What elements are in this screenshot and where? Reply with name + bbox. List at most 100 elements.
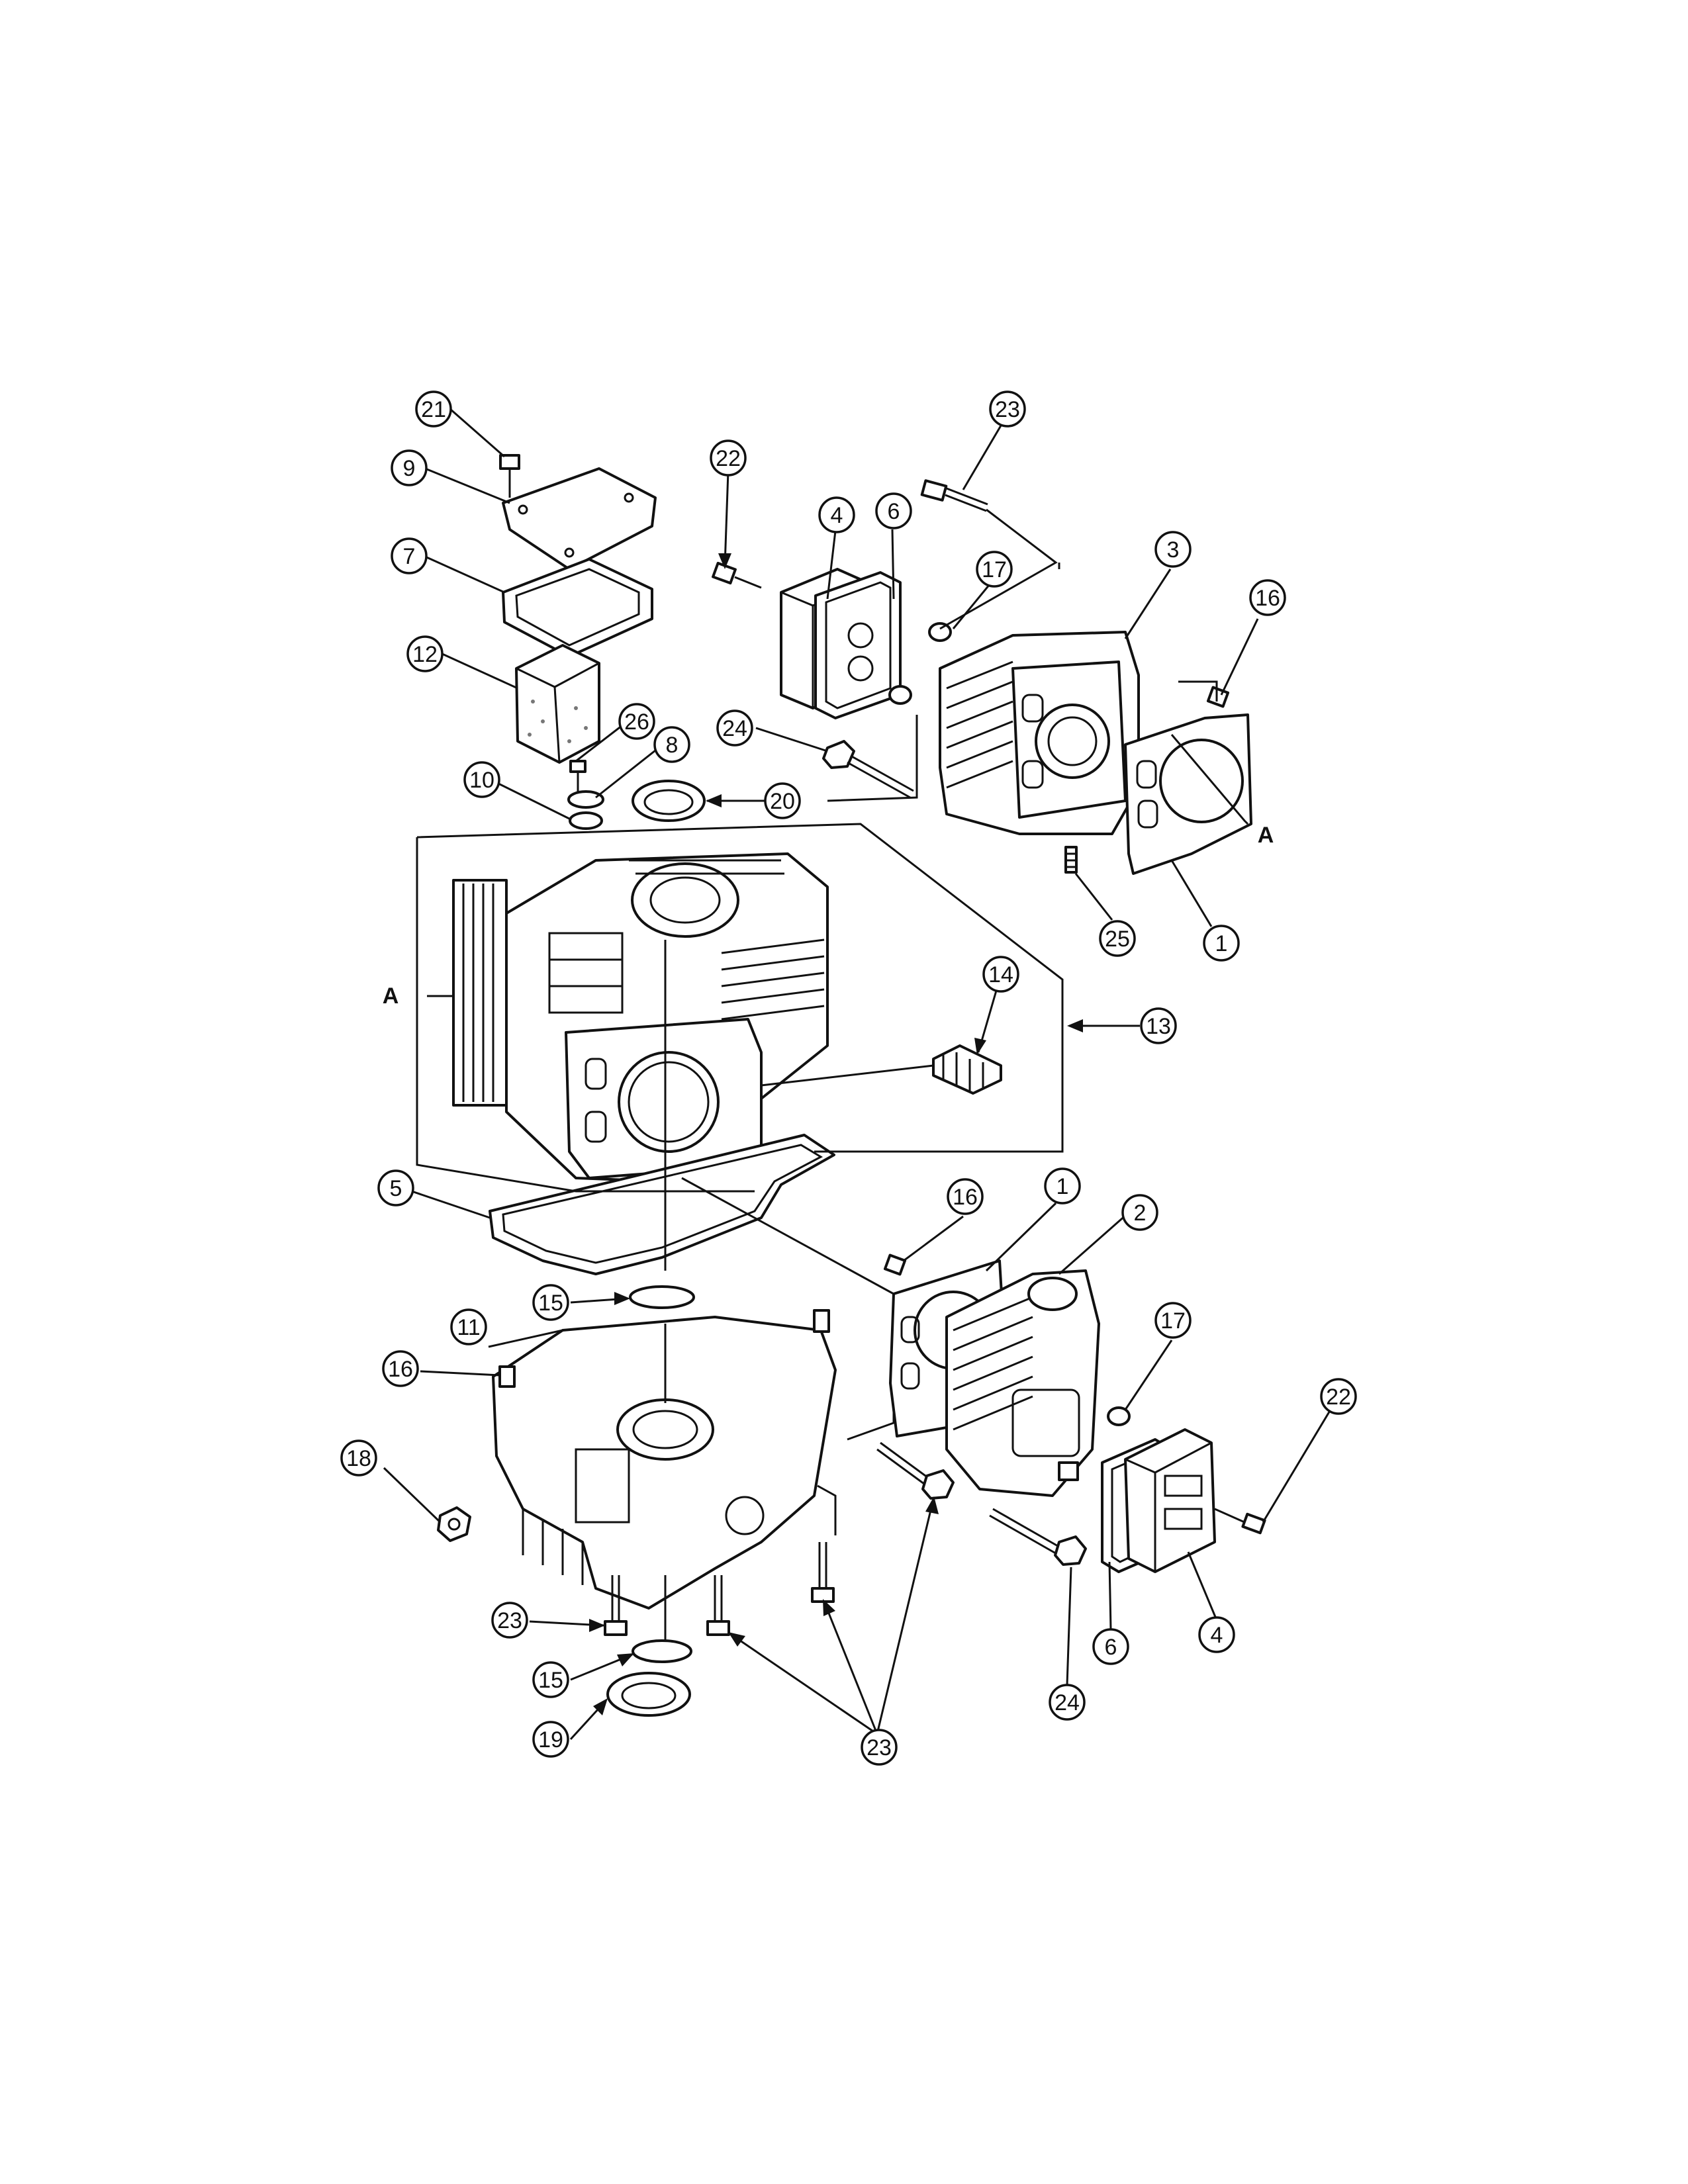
callout-circle <box>377 1169 414 1206</box>
callout-circle <box>532 1661 569 1698</box>
part-23-bolt-upper <box>920 479 988 512</box>
part-3-cylinder-head <box>939 631 1140 835</box>
callout-circle <box>947 1178 984 1215</box>
part-14-stud <box>932 1044 1002 1095</box>
part-12-filter-element <box>515 644 600 764</box>
callout-circle <box>976 551 1013 588</box>
part-7-gasket <box>502 558 653 658</box>
callout-number: 16 <box>388 1357 413 1382</box>
callout-number: 23 <box>867 1735 892 1760</box>
callout-c16b: 16 <box>947 1178 984 1215</box>
callout-circle <box>818 496 855 533</box>
part-17-nut-lower <box>1107 1406 1131 1426</box>
callout-number: 17 <box>1160 1308 1186 1334</box>
callout-circle <box>1198 1616 1235 1653</box>
callout-c7: 7 <box>391 537 428 574</box>
callout-circle <box>391 537 428 574</box>
callout-number: 12 <box>412 642 438 667</box>
callout-number: 13 <box>1146 1014 1171 1039</box>
part-11-crankcase-cover <box>492 1309 837 1610</box>
part-26-screw <box>569 760 586 794</box>
callout-circle <box>1044 1167 1081 1205</box>
callout-c12: 12 <box>406 635 444 672</box>
callout-circle <box>491 1602 528 1639</box>
callout-circle <box>415 390 452 428</box>
callout-c25: 25 <box>1099 920 1136 957</box>
callout-c21a: 21 <box>415 390 452 428</box>
callout-circle <box>1121 1194 1158 1231</box>
part-9-cover-plate <box>502 467 657 570</box>
callout-number: 16 <box>953 1185 978 1210</box>
callout-circle <box>989 390 1026 428</box>
callout-circle <box>1140 1007 1177 1044</box>
callout-c19: 19 <box>532 1721 569 1758</box>
part-22-bolt-upper <box>712 561 762 589</box>
callout-number: 25 <box>1105 927 1130 952</box>
callout-number: 23 <box>497 1608 522 1633</box>
callout-c23a: 23 <box>989 390 1026 428</box>
callout-c1a: 1 <box>1203 925 1240 962</box>
part-23-bolt-lower-left <box>604 1575 628 1636</box>
leader-lines <box>383 408 1332 1741</box>
part-23-bolt-lower-mid <box>706 1575 730 1636</box>
callout-number: 22 <box>716 446 741 471</box>
callout-number: 17 <box>982 557 1007 582</box>
part-21-screw <box>499 454 520 498</box>
callout-c17b: 17 <box>1154 1302 1192 1339</box>
callout-number: 11 <box>457 1315 480 1340</box>
callout-circle <box>1154 531 1192 568</box>
callout-number: 15 <box>538 1668 563 1693</box>
callout-number: 6 <box>1105 1635 1117 1660</box>
callout-c26: 26 <box>618 703 655 740</box>
callout-number: 6 <box>888 499 900 524</box>
callout-number: 9 <box>403 456 416 481</box>
callout-c13: 13 <box>1140 1007 1177 1044</box>
callout-c4a: 4 <box>818 496 855 533</box>
callout-c14: 14 <box>982 956 1019 993</box>
part-20-oil-seal <box>632 780 706 822</box>
part-13-crankcase-block <box>452 852 829 1186</box>
callout-circle <box>382 1350 419 1387</box>
callout-c8: 8 <box>653 726 690 763</box>
callout-number: 19 <box>538 1727 563 1752</box>
callout-circle <box>391 449 428 486</box>
callout-circle <box>463 761 500 798</box>
callout-circle <box>450 1308 487 1345</box>
callout-circle <box>1099 920 1136 957</box>
callout-circle <box>1249 579 1286 616</box>
callout-number: 10 <box>469 768 494 793</box>
callout-circle <box>532 1284 569 1321</box>
callout-c10: 10 <box>463 761 500 798</box>
part-5-gasket <box>489 1134 835 1275</box>
callout-c11: 11 <box>450 1308 487 1345</box>
callout-c15a: 15 <box>532 1284 569 1321</box>
callout-c24b: 24 <box>1049 1684 1086 1721</box>
callout-circle <box>618 703 655 740</box>
callout-circle <box>340 1439 377 1477</box>
part-4-rocker-cover-lower <box>1124 1428 1216 1573</box>
callout-circle <box>653 726 690 763</box>
callout-c5: 5 <box>377 1169 414 1206</box>
callout-c20: 20 <box>764 782 801 819</box>
callout-number: 1 <box>1056 1174 1069 1199</box>
callout-circle <box>764 782 801 819</box>
callout-c6b: 6 <box>1092 1628 1129 1665</box>
callout-c4b: 4 <box>1198 1616 1235 1653</box>
callout-number: 26 <box>624 709 649 735</box>
part-23-bolt-mid <box>876 1441 955 1500</box>
callout-c16c: 16 <box>382 1350 419 1387</box>
callout-number: 5 <box>390 1176 402 1201</box>
ref-letter-a-right: A <box>1258 823 1274 848</box>
part-17-nut-upper-b <box>888 685 912 705</box>
callout-c3: 3 <box>1154 531 1192 568</box>
callout-number: 22 <box>1326 1385 1351 1410</box>
callout-number: 21 <box>421 397 446 422</box>
callout-number: 16 <box>1255 586 1280 611</box>
part-17-nut-upper-a <box>928 622 952 642</box>
callout-number: 2 <box>1134 1201 1147 1226</box>
callout-circle <box>982 956 1019 993</box>
part-16-dowel-mid <box>883 1253 907 1276</box>
callout-c18: 18 <box>340 1439 377 1477</box>
callout-circle <box>1320 1378 1357 1415</box>
